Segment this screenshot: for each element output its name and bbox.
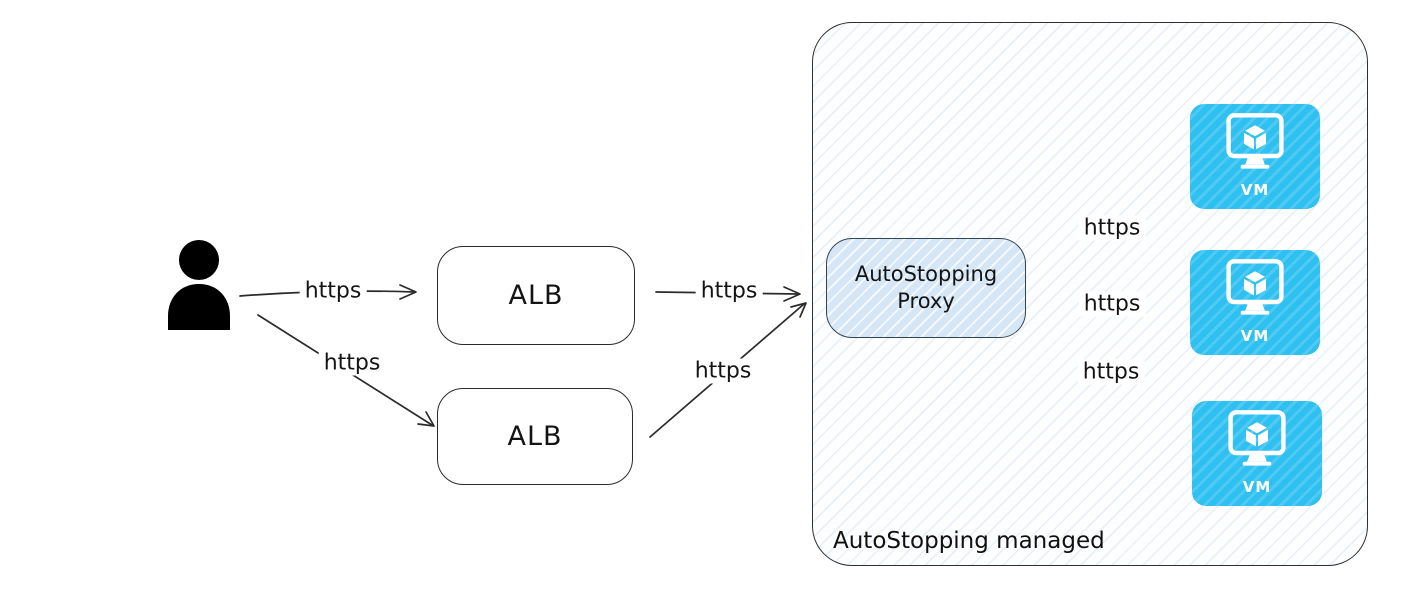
edge-https-label-proxy-vm2: https [1078,291,1146,317]
edge-https-label-user-alb-top: https [299,278,367,304]
edge-https-label-proxy-vm3: https [1077,359,1145,385]
edge-https-label-user-alb-bottom: https [318,350,386,376]
vm-node-1: VM [1190,104,1320,209]
vm-label: VM [1242,478,1272,496]
edge-https-label-proxy-vm1: https [1078,215,1146,241]
autostopping-proxy-node: AutoStopping Proxy [826,238,1026,338]
vm-label: VM [1240,327,1270,345]
managed-container-label: AutoStopping managed [833,528,1105,554]
vm-node-2: VM [1190,250,1320,355]
alb-node-top: ALB [437,246,635,345]
edge-https-label-alb-bottom-proxy: https [689,358,757,384]
proxy-label-line2: Proxy [897,289,955,313]
alb-node-bottom: ALB [437,388,633,485]
monitor-cube-icon [1218,409,1296,479]
monitor-cube-icon [1216,258,1294,328]
proxy-label-line1: AutoStopping [854,261,998,286]
vm-node-3: VM [1192,401,1322,506]
vm-label: VM [1240,181,1270,199]
user-icon [164,238,234,334]
alb-bottom-label: ALB [507,421,563,452]
monitor-cube-icon [1216,112,1294,182]
alb-top-label: ALB [508,280,564,311]
edge-https-label-alb-top-proxy: https [695,278,763,304]
